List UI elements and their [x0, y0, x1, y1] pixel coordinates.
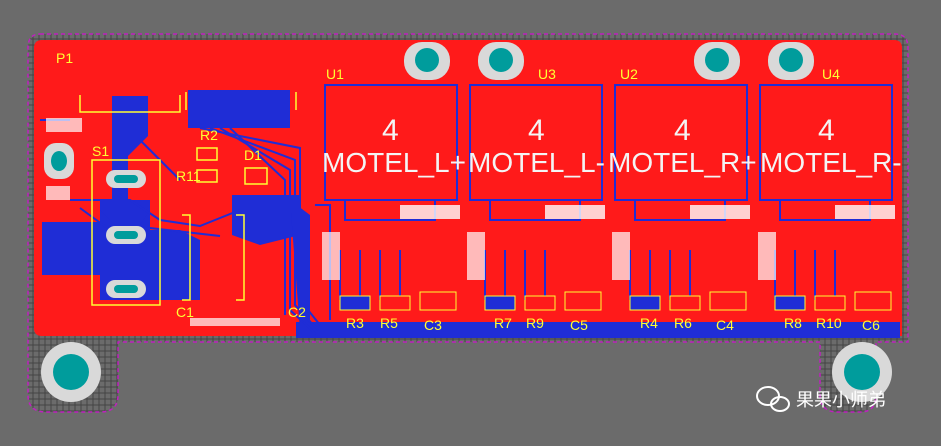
ref-r3: R3 — [346, 315, 364, 331]
thermal-via-arrays — [46, 118, 895, 326]
u1-pin-number: 4 — [382, 114, 399, 147]
ref-c2: C2 — [288, 304, 306, 320]
ref-c4: C4 — [716, 317, 734, 333]
ref-r4: R4 — [640, 315, 658, 331]
ref-r11: R11 — [176, 168, 201, 184]
mounting-hole-left — [41, 342, 101, 402]
u2-net-label: MOTEL_R+ — [608, 147, 757, 178]
ref-s1: S1 — [92, 143, 109, 159]
ref-c1: C1 — [176, 304, 194, 320]
ref-r7: R7 — [494, 315, 512, 331]
ref-d1: D1 — [244, 147, 262, 163]
ref-u3: U3 — [538, 66, 556, 82]
watermark-text: 果果小师弟 — [796, 390, 886, 411]
u4-net-label: MOTEL_R- — [760, 147, 902, 178]
ref-u1: U1 — [326, 66, 344, 82]
ref-c3: C3 — [424, 317, 442, 333]
u3-net-label: MOTEL_L- — [468, 147, 605, 178]
ref-r5: R5 — [380, 315, 398, 331]
ref-p1: P1 — [56, 50, 73, 66]
u4-pin-number: 4 — [818, 114, 835, 147]
ref-c6: C6 — [862, 317, 880, 333]
switch-s1-pads — [106, 170, 146, 298]
wechat-icon — [756, 386, 790, 412]
u2-pin-number: 4 — [674, 114, 691, 147]
u3-pin-number: 4 — [528, 114, 545, 147]
ref-u4: U4 — [822, 66, 840, 82]
ref-c5: C5 — [570, 317, 588, 333]
silkscreen — [79, 92, 297, 306]
passive-pads — [339, 291, 892, 311]
mounting-hole-right — [832, 342, 892, 402]
ref-r6: R6 — [674, 315, 692, 331]
ref-r10: R10 — [816, 315, 842, 331]
ref-u2: U2 — [620, 66, 638, 82]
motor-terminal-pads — [404, 42, 814, 80]
ref-r2: R2 — [200, 127, 218, 143]
ref-r8: R8 — [784, 315, 802, 331]
watermark: 果果小师弟 — [756, 386, 886, 412]
u1-net-label: MOTEL_L+ — [322, 147, 466, 178]
ref-r9: R9 — [526, 315, 544, 331]
